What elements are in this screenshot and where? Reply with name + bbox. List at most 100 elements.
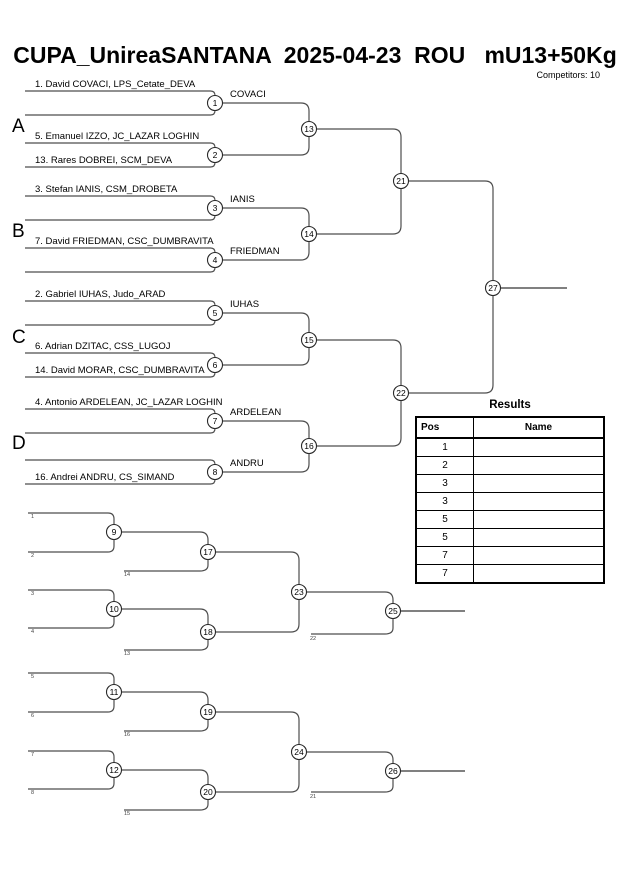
svg-text:16: 16 — [304, 441, 314, 451]
loser-feed-label: 5 — [31, 674, 35, 680]
svg-text:5: 5 — [213, 308, 218, 318]
svg-text:14: 14 — [304, 229, 314, 239]
svg-text:9: 9 — [112, 527, 117, 537]
match-node-20: 20 — [199, 783, 217, 801]
svg-text:15: 15 — [304, 335, 314, 345]
match-node-27: 27 — [484, 279, 502, 297]
winner-label: ANDRU — [230, 458, 264, 469]
svg-text:21: 21 — [396, 176, 406, 186]
match-node-1: 1 — [206, 94, 224, 112]
loser-feed-label: 6 — [31, 713, 35, 719]
match-node-18: 18 — [199, 623, 217, 641]
loser-feed-label: 1 — [31, 514, 35, 520]
svg-text:23: 23 — [294, 587, 304, 597]
loser-feed-label: 15 — [124, 811, 131, 817]
match-node-14: 14 — [300, 225, 318, 243]
match-node-23: 23 — [290, 583, 308, 601]
match-node-19: 19 — [199, 703, 217, 721]
match-node-13: 13 — [300, 120, 318, 138]
result-pos: 7 — [415, 564, 474, 584]
result-name — [473, 474, 605, 493]
svg-text:7: 7 — [213, 416, 218, 426]
svg-text:26: 26 — [388, 766, 398, 776]
result-name — [473, 456, 605, 475]
result-pos: 1 — [415, 437, 474, 457]
results-table: Pos Name 1 2 3 3 5 5 7 7 — [415, 416, 605, 584]
competitor-name: 5. Emanuel IZZO, JC_LAZAR LOGHIN — [35, 131, 200, 142]
match-node-24: 24 — [290, 743, 308, 761]
results-title: Results — [489, 399, 531, 411]
match-node-22: 22 — [392, 384, 410, 402]
results-col-name: Name — [473, 416, 605, 439]
loser-feed-label: 13 — [124, 651, 131, 657]
svg-text:6: 6 — [213, 360, 218, 370]
loser-feed-label: 21 — [310, 794, 317, 800]
competitor-name: 6. Adrian DZITAC, CSS_LUGOJ — [35, 341, 171, 352]
competitor-name: 13. Rares DOBREI, SCM_DEVA — [35, 155, 173, 166]
match-node-21: 21 — [392, 172, 410, 190]
match-node-12: 12 — [105, 761, 123, 779]
pool-label-d: D — [12, 433, 26, 454]
result-pos: 5 — [415, 528, 474, 547]
winner-label: ARDELEAN — [230, 407, 282, 418]
result-pos: 5 — [415, 510, 474, 529]
results-header-row: Pos Name — [415, 416, 605, 439]
svg-text:12: 12 — [109, 765, 119, 775]
result-name — [473, 564, 605, 584]
result-name — [473, 492, 605, 511]
results-row: 3 — [415, 492, 605, 511]
results-col-pos: Pos — [415, 416, 474, 439]
match-node-17: 17 — [199, 543, 217, 561]
winner-label: COVACI — [230, 89, 266, 100]
svg-text:19: 19 — [203, 707, 213, 717]
svg-text:27: 27 — [488, 283, 498, 293]
match-node-25: 25 — [384, 602, 402, 620]
result-name — [473, 528, 605, 547]
results-row: 2 — [415, 456, 605, 475]
svg-text:8: 8 — [213, 467, 218, 477]
match-node-7: 7 — [206, 412, 224, 430]
loser-feed-label: 8 — [31, 790, 35, 796]
result-pos: 3 — [415, 474, 474, 493]
results-row: 7 — [415, 564, 605, 584]
loser-feed-label: 7 — [31, 752, 35, 758]
match-node-16: 16 — [300, 437, 318, 455]
loser-feed-label: 2 — [31, 553, 35, 559]
svg-text:25: 25 — [388, 606, 398, 616]
loser-feed-label: 3 — [31, 591, 35, 597]
page-title: CUPA_UnireaSANTANA 2025-04-23 ROU mU13+5… — [13, 42, 617, 68]
result-pos: 2 — [415, 456, 474, 475]
match-node-15: 15 — [300, 331, 318, 349]
results-panel: Results Pos Name 1 2 3 3 5 5 7 7 — [415, 399, 605, 584]
pool-label-b: B — [12, 221, 25, 242]
svg-text:1: 1 — [213, 98, 218, 108]
competitor-name: 7. David FRIEDMAN, CSC_DUMBRAVITA — [35, 236, 214, 247]
match-node-2: 2 — [206, 146, 224, 164]
pool-label-a: A — [12, 116, 25, 137]
match-node-6: 6 — [206, 356, 224, 374]
competitor-name: 14. David MORAR, CSC_DUMBRAVITA — [35, 365, 205, 376]
pool-label-c: C — [12, 327, 26, 348]
match-node-3: 3 — [206, 199, 224, 217]
match-node-11: 11 — [105, 683, 123, 701]
svg-text:3: 3 — [213, 203, 218, 213]
match-node-4: 4 — [206, 251, 224, 269]
svg-text:13: 13 — [304, 124, 314, 134]
match-node-26: 26 — [384, 762, 402, 780]
svg-text:2: 2 — [213, 150, 218, 160]
match-node-10: 10 — [105, 600, 123, 618]
winner-label: IANIS — [230, 194, 255, 205]
result-name — [473, 510, 605, 529]
svg-text:24: 24 — [294, 747, 304, 757]
svg-text:17: 17 — [203, 547, 213, 557]
loser-feed-label: 14 — [124, 572, 131, 578]
competitor-name: 1. David COVACI, LPS_Cetate_DEVA — [35, 79, 196, 90]
result-name — [473, 546, 605, 565]
competitors-count: Competitors: 10 — [536, 70, 600, 80]
loser-feed-label: 4 — [31, 629, 35, 635]
result-pos: 3 — [415, 492, 474, 511]
match-node-8: 8 — [206, 463, 224, 481]
result-name — [473, 437, 605, 457]
results-row: 5 — [415, 528, 605, 547]
